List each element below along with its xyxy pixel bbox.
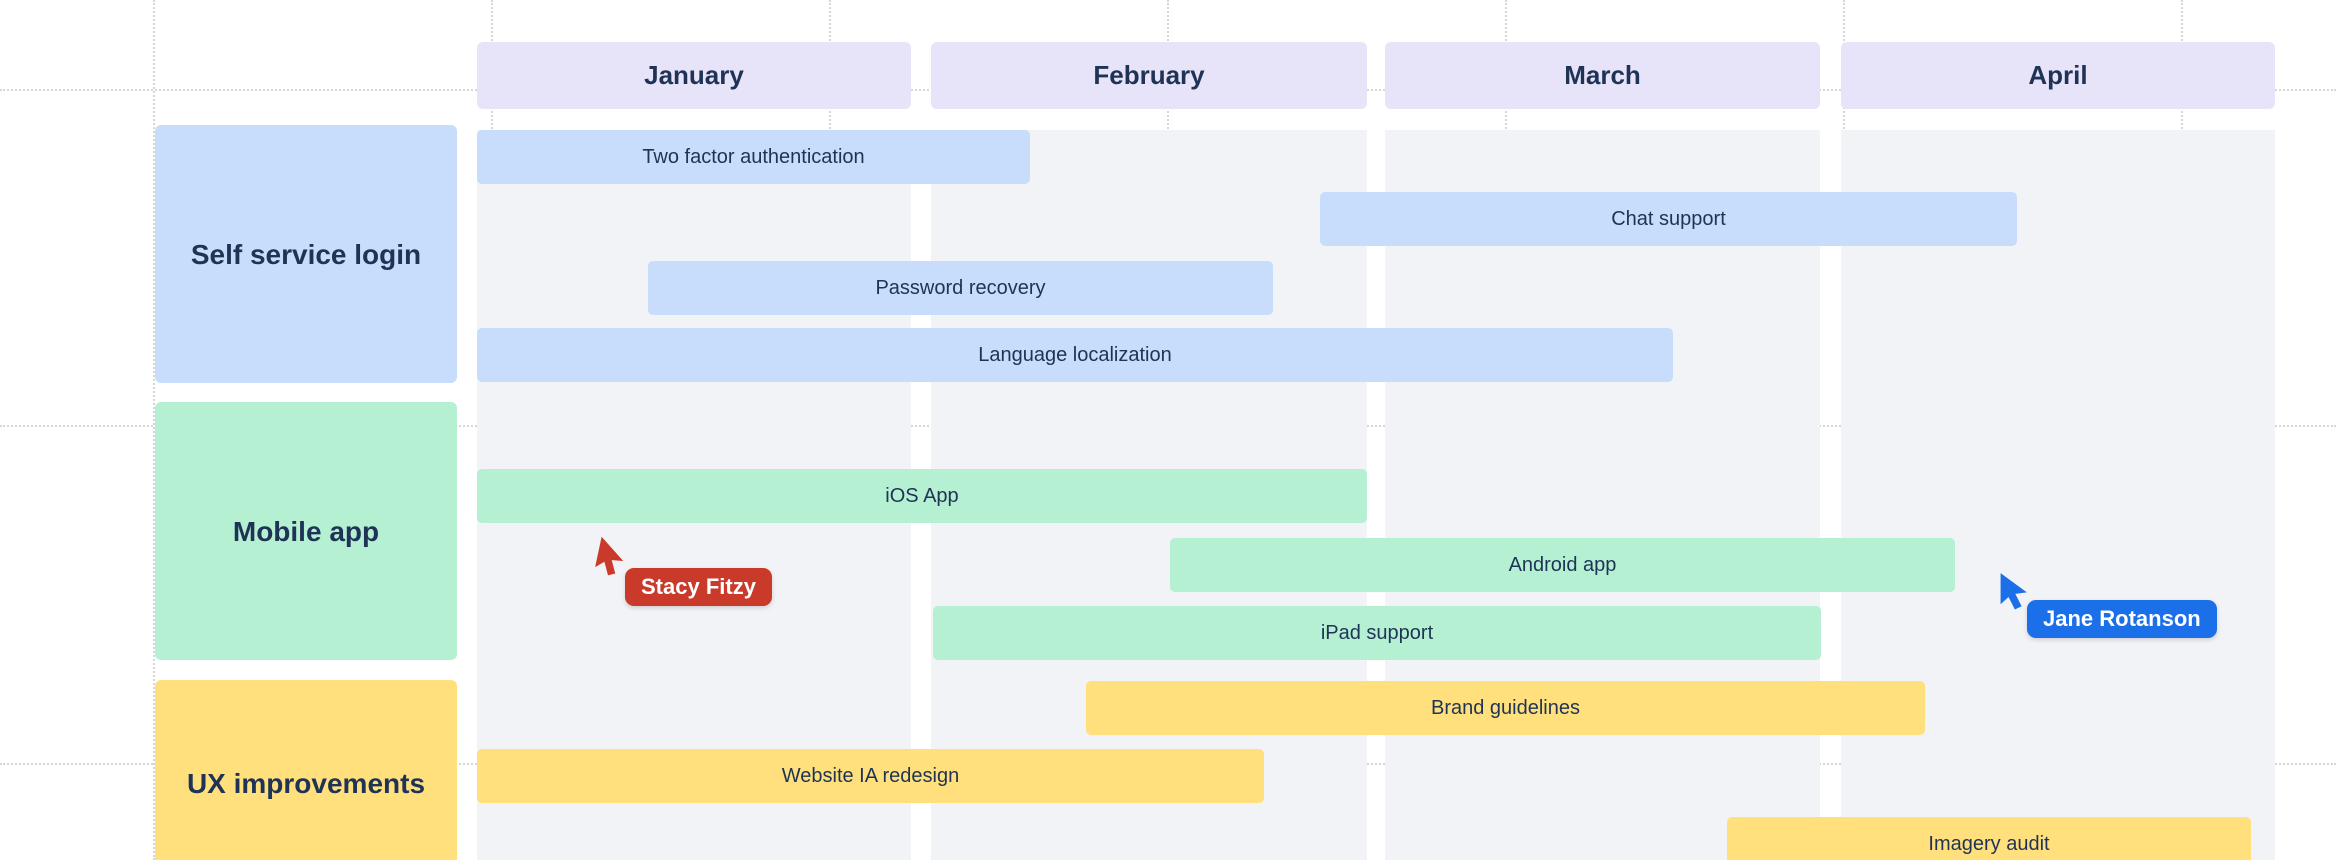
collaborator-name-badge: Jane Rotanson <box>2027 600 2217 638</box>
task-bar-password-recovery[interactable]: Password recovery <box>648 261 1273 315</box>
task-bar-ios-app[interactable]: iOS App <box>477 469 1367 523</box>
collaborator-name-badge: Stacy Fitzy <box>625 568 772 606</box>
collaborator-cursor-icon <box>595 536 624 576</box>
lane-label-mobile-app[interactable]: Mobile app <box>155 402 457 660</box>
month-header-february[interactable]: February <box>931 42 1367 109</box>
month-header-march[interactable]: March <box>1385 42 1820 109</box>
task-bar-brand-guidelines[interactable]: Brand guidelines <box>1086 681 1925 735</box>
task-bar-two-factor-authentication[interactable]: Two factor authentication <box>477 130 1030 184</box>
task-bar-imagery-audit[interactable]: Imagery audit <box>1727 817 2251 860</box>
task-bar-android-app[interactable]: Android app <box>1170 538 1955 592</box>
task-bar-language-localization[interactable]: Language localization <box>477 328 1673 382</box>
grid-line-vertical <box>153 0 155 860</box>
lane-label-ux-improvements[interactable]: UX improvements <box>155 680 457 860</box>
task-bar-ipad-support[interactable]: iPad support <box>933 606 1821 660</box>
lane-label-self-service-login[interactable]: Self service login <box>155 125 457 383</box>
month-header-january[interactable]: January <box>477 42 911 109</box>
month-header-april[interactable]: April <box>1841 42 2275 109</box>
month-column-april <box>1841 130 2275 860</box>
month-column-march <box>1385 130 1820 860</box>
task-bar-website-ia-redesign[interactable]: Website IA redesign <box>477 749 1264 803</box>
collaborator-cursor-icon <box>2000 573 2027 610</box>
task-bar-chat-support[interactable]: Chat support <box>1320 192 2017 246</box>
